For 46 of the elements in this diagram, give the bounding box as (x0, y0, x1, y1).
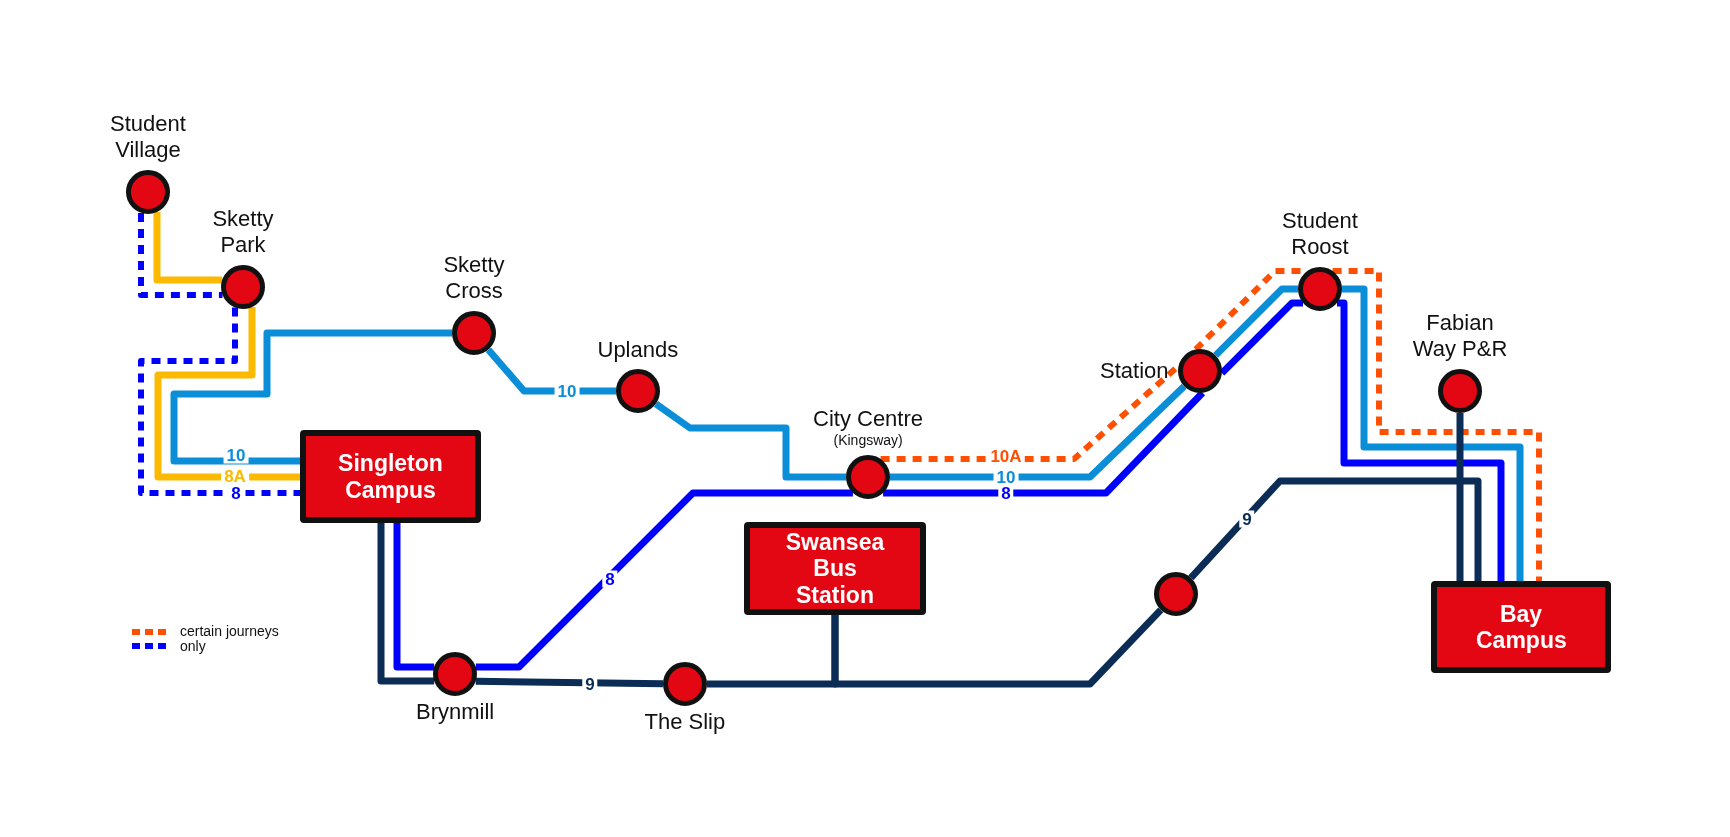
route-line (154, 307, 300, 481)
route-line (170, 329, 452, 465)
dashed-route-line (138, 307, 300, 496)
stop-name: Uplands (597, 337, 679, 364)
location-box (1431, 581, 1611, 673)
stop-name: Brynmill (416, 699, 495, 726)
route-line (1337, 299, 1505, 581)
route-line (831, 607, 1164, 688)
route-number: 8 (228, 484, 244, 502)
location-box (300, 430, 481, 523)
route-number: 8A (221, 467, 249, 485)
location-name: Swansea Bus Station (784, 528, 886, 609)
route-line (393, 523, 435, 671)
route-line (890, 383, 1187, 481)
route-line (1456, 413, 1464, 581)
route-line (653, 400, 846, 481)
route-number: 10 (993, 468, 1019, 486)
dashed-route-line (1332, 268, 1542, 581)
route-line (1188, 477, 1482, 581)
stop-name: Sketty Park (211, 206, 275, 259)
stop-name: Station (1100, 358, 1169, 385)
route-number: 8 (998, 484, 1014, 502)
route-number: 9 (1239, 510, 1255, 528)
route-line (377, 523, 435, 685)
route-line (1213, 285, 1298, 358)
route-line (153, 212, 223, 284)
route-line (475, 677, 664, 688)
location-box (744, 522, 926, 615)
route-number: 9 (582, 675, 598, 693)
legend-text: certain journeys only (180, 624, 280, 655)
stop-name: Fabian Way P&R (1411, 310, 1509, 363)
route-number: 10 (554, 382, 580, 400)
location-name: Singleton Campus (337, 450, 444, 503)
stop-name: City Centre (813, 406, 924, 433)
location-name: Bay Campus (1476, 600, 1566, 654)
route-number: 8 (602, 570, 618, 588)
route-number: 10 (223, 446, 249, 464)
route-line (475, 489, 853, 671)
stop-name: The Slip (644, 709, 726, 736)
stop-name: Student Roost (1281, 208, 1359, 261)
route-line (1342, 285, 1524, 581)
stop-name: Sketty Cross (442, 252, 506, 305)
stop-marker (1154, 572, 1198, 616)
stop-note: (Kingsway) (833, 432, 903, 449)
dashed-route-line (138, 212, 223, 298)
stop-name: Student Village (109, 111, 187, 164)
